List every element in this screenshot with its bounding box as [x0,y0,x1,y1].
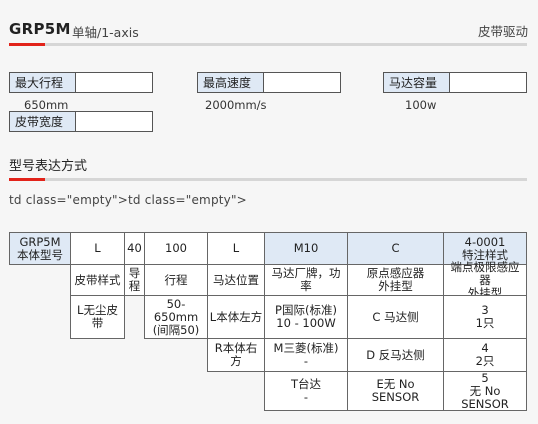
cell-text: 皮带样式 [74,272,121,287]
cell-origin-sensor-d: D 反马达侧 [347,338,444,372]
cell-text: 原点感应器外挂型 [366,266,425,293]
cell-text: L [232,241,240,255]
cell-text: T台达- [290,377,322,404]
cell-origin-sensor-c: C 马达侧 [347,295,444,339]
cell-lead-header: 导程 [124,264,145,296]
max-stroke-label: 最大行程 [9,72,76,93]
motor-capacity-label: 马达容量 [383,72,450,93]
cell-text: 导程 [128,266,141,293]
product-subtitle: 单轴/1-axis [72,25,139,40]
cell-motor-right: R本体右方 [207,338,265,372]
cell-stroke-code: 100 [144,232,208,265]
cell-origin-sensor-code: C [347,232,444,265]
cell-text: 100 [165,241,187,255]
belt-width-box [76,111,153,132]
max-speed-value: 2000mm/s [205,98,267,112]
cell-text: 马达位置 [213,272,259,287]
cell-text: 马达厂牌，功率 [271,266,341,293]
cell-text: R本体右方 [214,341,258,368]
product-title: GRP5M [9,20,71,38]
cell-origin-sensor-header: 原点感应器外挂型 [347,264,444,296]
cell-text: C [391,241,400,255]
cell-text: 40 [127,241,142,255]
cell-text: M10 [293,241,319,255]
cell-motor-brand-t: T台达- [264,371,348,411]
motor-capacity-box [450,72,527,93]
cell-motor-brand-code: M10 [264,232,348,265]
cell-text: L无尘皮带 [77,303,118,330]
section-title: 型号表达方式 [9,159,88,174]
max-stroke-box [76,72,153,93]
stray-markup-text: td class="empty">td class="empty"> [9,193,247,207]
max-speed-label: 最高速度 [197,72,264,93]
cell-text: D 反马达侧 [366,347,425,362]
max-stroke-value: 650mm [24,98,69,112]
cell-belt-code: L [70,232,125,265]
cell-motor-position-code: L [207,232,265,265]
cell-belt-option-l: L无尘皮带 [70,295,125,339]
cell-motor-brand-p: P国际(标准)10 - 100W [264,295,348,339]
motor-capacity-value: 100w [405,98,437,112]
cell-text: L [94,241,101,255]
cell-limit-sensor-header: 端点极限感应器外挂型 [443,260,527,299]
cell-belt-style-header: 皮带样式 [70,264,125,296]
header-divider [9,43,527,46]
cell-text: L本体左方 [209,309,263,324]
cell-text: M三菱(标准)- [273,341,339,368]
belt-width-label: 皮带宽度 [9,111,76,132]
section-divider [9,178,527,181]
cell-text: 50-650mm(间隔50) [152,296,200,337]
cell-motor-left: L本体左方 [207,295,265,339]
cell-text: 行程 [164,272,188,287]
cell-motor-brand-m: M三菱(标准)- [264,338,348,372]
cell-stroke-range: 50-650mm(间隔50) [144,295,208,339]
drive-type: 皮带驱动 [477,24,528,39]
cell-text: C 马达侧 [372,309,419,324]
cell-text: P国际(标准)10 - 100W [275,303,337,330]
cell-motor-brand-header: 马达厂牌，功率 [264,264,348,296]
cell-lead-code: 40 [124,232,145,265]
cell-motor-position-header: 马达位置 [207,264,265,296]
max-speed-box [264,72,341,93]
cell-text: 端点极限感应器外挂型 [450,259,520,300]
cell-stroke-header: 行程 [144,264,208,296]
